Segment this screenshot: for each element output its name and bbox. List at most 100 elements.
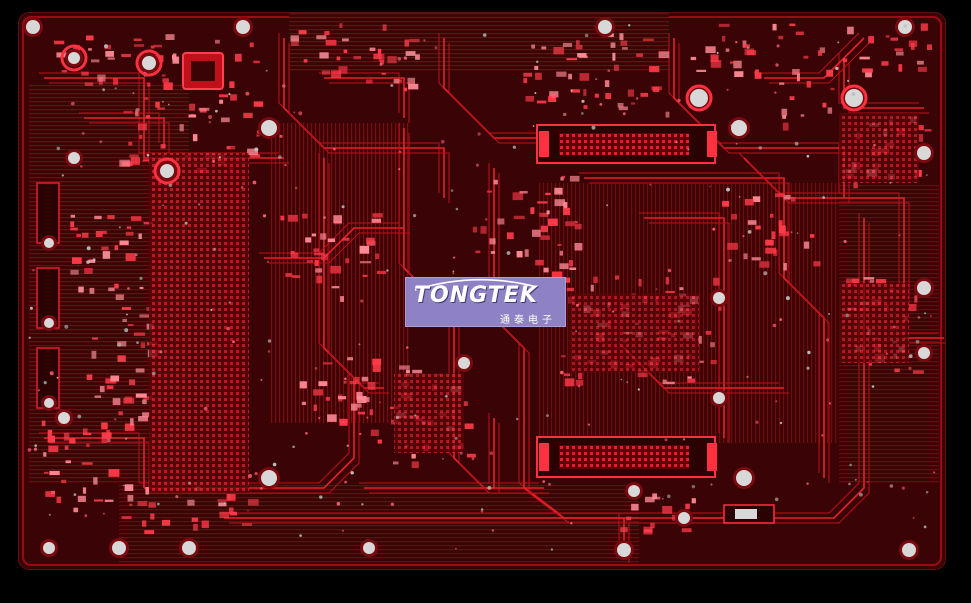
smd-pad xyxy=(691,498,696,504)
via-icon xyxy=(620,378,623,381)
smd-pad xyxy=(863,277,875,280)
via-icon xyxy=(859,492,863,497)
smd-pad xyxy=(853,181,858,189)
smd-pad xyxy=(403,87,408,92)
via-icon xyxy=(139,276,143,280)
via-icon xyxy=(259,487,263,490)
smd-pad xyxy=(575,44,583,50)
smd-pad xyxy=(227,145,236,150)
via-icon xyxy=(866,481,869,483)
via-icon xyxy=(254,147,259,152)
smd-pad xyxy=(319,52,329,59)
smd-pad xyxy=(140,342,145,349)
via-icon xyxy=(845,313,849,318)
smd-pad xyxy=(532,229,541,237)
via-icon xyxy=(835,66,839,71)
mounting-hole-icon xyxy=(258,467,280,489)
via-icon xyxy=(203,406,208,411)
smd-pad xyxy=(545,192,551,196)
mounting-hole-icon xyxy=(710,389,728,407)
smd-pad xyxy=(782,122,789,131)
smd-pad xyxy=(135,393,147,398)
via-icon xyxy=(581,99,585,103)
smd-pad xyxy=(472,226,478,233)
smd-pad xyxy=(539,212,549,217)
via-icon xyxy=(455,547,457,550)
trace xyxy=(288,43,450,203)
smd-pad xyxy=(782,115,786,119)
smd-pad xyxy=(160,144,166,149)
via-icon xyxy=(127,287,130,290)
via-icon xyxy=(284,164,287,167)
smd-pad xyxy=(313,389,324,396)
smd-pad xyxy=(226,494,231,501)
smd-pad xyxy=(734,71,744,77)
smd-pad xyxy=(710,60,722,68)
smd-pad xyxy=(70,214,75,218)
smd-pad xyxy=(636,53,643,57)
smd-pad xyxy=(143,396,153,401)
mounting-hole-icon xyxy=(65,49,83,67)
trace xyxy=(649,222,730,443)
via-icon xyxy=(746,46,750,49)
smd-pad xyxy=(583,89,587,96)
via-icon xyxy=(622,112,626,116)
smd-pad xyxy=(347,357,353,361)
smd-pad xyxy=(566,287,574,292)
via-icon xyxy=(282,84,286,88)
smd-pad xyxy=(643,526,653,535)
components xyxy=(41,23,932,535)
smd-pad xyxy=(569,260,573,267)
smd-pad xyxy=(393,461,399,465)
smd-pad xyxy=(129,154,139,158)
smd-pad xyxy=(331,286,340,289)
via-icon xyxy=(774,497,779,502)
via-icon xyxy=(267,339,272,343)
smd-pad xyxy=(924,129,932,132)
smd-pad xyxy=(574,223,582,230)
mounting-hole-icon xyxy=(139,53,159,73)
smd-pad xyxy=(574,243,583,251)
via-icon xyxy=(828,313,830,315)
via-icon xyxy=(649,183,652,186)
mounting-hole-icon xyxy=(23,17,43,37)
via-icon xyxy=(584,33,589,38)
smd-pad xyxy=(369,409,373,416)
smd-pad xyxy=(155,101,160,108)
smd-pad xyxy=(778,35,784,40)
smd-pad xyxy=(113,78,118,85)
via-icon xyxy=(687,148,690,151)
via-icon xyxy=(272,462,277,467)
smd-pad xyxy=(640,93,648,97)
smd-pad xyxy=(612,52,616,61)
via-icon xyxy=(403,56,408,60)
mounting-hole-icon xyxy=(109,538,129,558)
via-icon xyxy=(29,306,33,310)
via-icon xyxy=(167,103,170,106)
smd-pad xyxy=(687,376,692,379)
smd-pad xyxy=(135,108,140,112)
smd-pad xyxy=(513,215,525,220)
smd-pad xyxy=(770,213,774,218)
smd-pad xyxy=(189,103,195,111)
smd-pad xyxy=(110,375,120,382)
smd-pad xyxy=(885,35,890,38)
component-cluster xyxy=(394,373,464,453)
smd-pad xyxy=(70,269,79,275)
smd-pad xyxy=(562,42,572,47)
smd-pad xyxy=(554,187,563,195)
via-icon xyxy=(637,388,640,391)
via-icon xyxy=(252,180,257,185)
mounting-hole-icon xyxy=(687,86,711,110)
smd-pad xyxy=(593,276,598,283)
smd-pad xyxy=(405,51,416,56)
smd-pad xyxy=(792,69,800,75)
smd-pad xyxy=(359,245,370,254)
smd-pad xyxy=(908,40,918,47)
smd-pad xyxy=(355,377,360,385)
smd-pad xyxy=(651,86,662,91)
smd-pad xyxy=(313,404,317,411)
smd-pad xyxy=(398,79,403,83)
via-icon xyxy=(735,41,738,44)
trace xyxy=(44,437,145,488)
